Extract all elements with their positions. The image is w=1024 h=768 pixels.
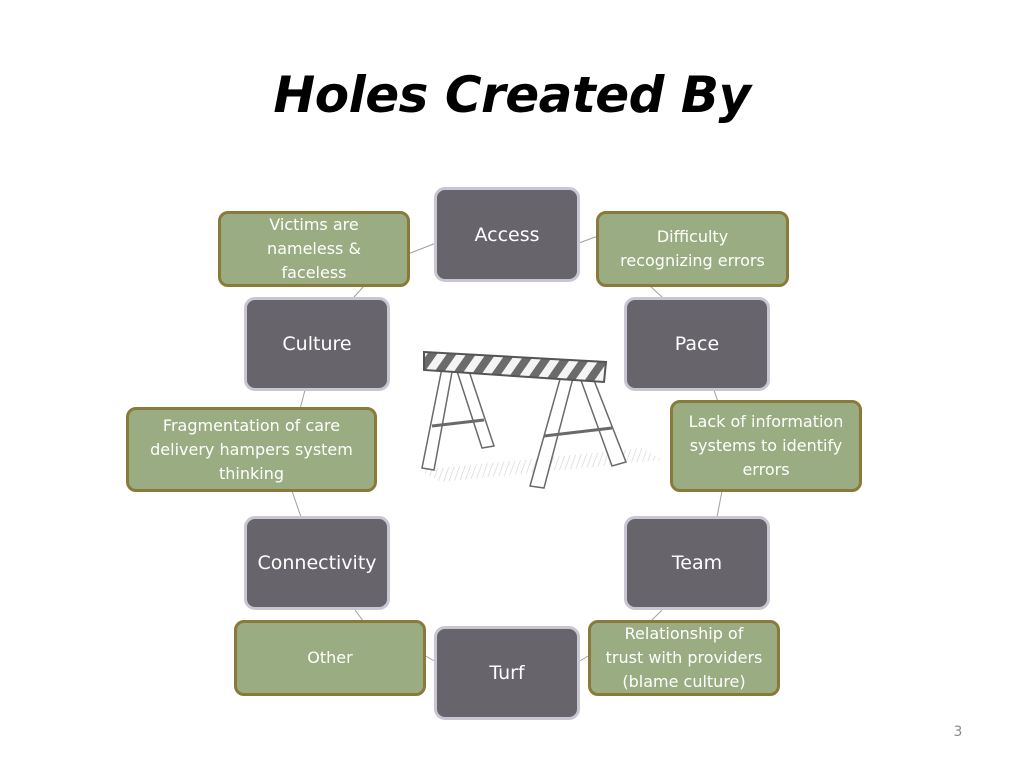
node-culture-label: Culture bbox=[282, 333, 352, 355]
connector-line bbox=[407, 242, 437, 255]
node-difficulty: Difficulty recognizing errors bbox=[596, 211, 789, 287]
node-text-line: recognizing errors bbox=[620, 251, 765, 270]
connector-line bbox=[578, 235, 599, 244]
node-text-line: errors bbox=[742, 460, 790, 479]
node-turf-label: Turf bbox=[489, 662, 525, 684]
slide-title: Holes Created By bbox=[273, 66, 751, 124]
node-fragmentation: Fragmentation of care delivery hampers s… bbox=[126, 407, 377, 492]
connector-line bbox=[291, 490, 302, 518]
node-text-line: Victims are bbox=[269, 215, 359, 234]
node-team-label: Team bbox=[671, 552, 723, 574]
node-text-line: Relationship of bbox=[624, 624, 744, 643]
barricade-illustration bbox=[420, 350, 662, 489]
node-other: Other bbox=[234, 620, 426, 696]
node-text-line: Other bbox=[307, 648, 353, 667]
connector-line bbox=[353, 285, 365, 298]
node-pace: Pace bbox=[624, 297, 770, 391]
node-text-line: faceless bbox=[281, 263, 347, 282]
node-text-line: thinking bbox=[218, 463, 284, 483]
node-victims: Victims are nameless & faceless bbox=[218, 211, 410, 287]
node-text-line: nameless & bbox=[267, 239, 361, 258]
node-lack-info: Lack of information systems to identify … bbox=[670, 400, 862, 492]
node-turf: Turf bbox=[434, 626, 580, 720]
page-number: 3 bbox=[953, 724, 963, 740]
node-text-line: Lack of information bbox=[688, 412, 844, 431]
connector-line bbox=[649, 285, 663, 298]
node-text-line: (blame culture) bbox=[622, 672, 746, 691]
node-relationship: Relationship of trust with providers (bl… bbox=[588, 620, 780, 696]
node-connectivity: Connectivity bbox=[244, 516, 390, 610]
connector-line bbox=[716, 490, 723, 518]
node-team: Team bbox=[624, 516, 770, 610]
node-pace-label: Pace bbox=[674, 333, 720, 355]
node-text-line: Fragmentation of care bbox=[162, 415, 341, 435]
connector-line bbox=[299, 389, 306, 410]
node-text-line: systems to identify bbox=[689, 436, 843, 455]
node-text-line: trust with providers bbox=[605, 648, 763, 667]
node-access-label: Access bbox=[474, 223, 540, 246]
node-connectivity-label: Connectivity bbox=[257, 552, 377, 574]
node-text-line: Difficulty bbox=[656, 227, 729, 246]
node-text-line: delivery hampers system bbox=[150, 439, 353, 459]
node-culture: Culture bbox=[244, 297, 390, 391]
node-access: Access bbox=[434, 187, 580, 282]
